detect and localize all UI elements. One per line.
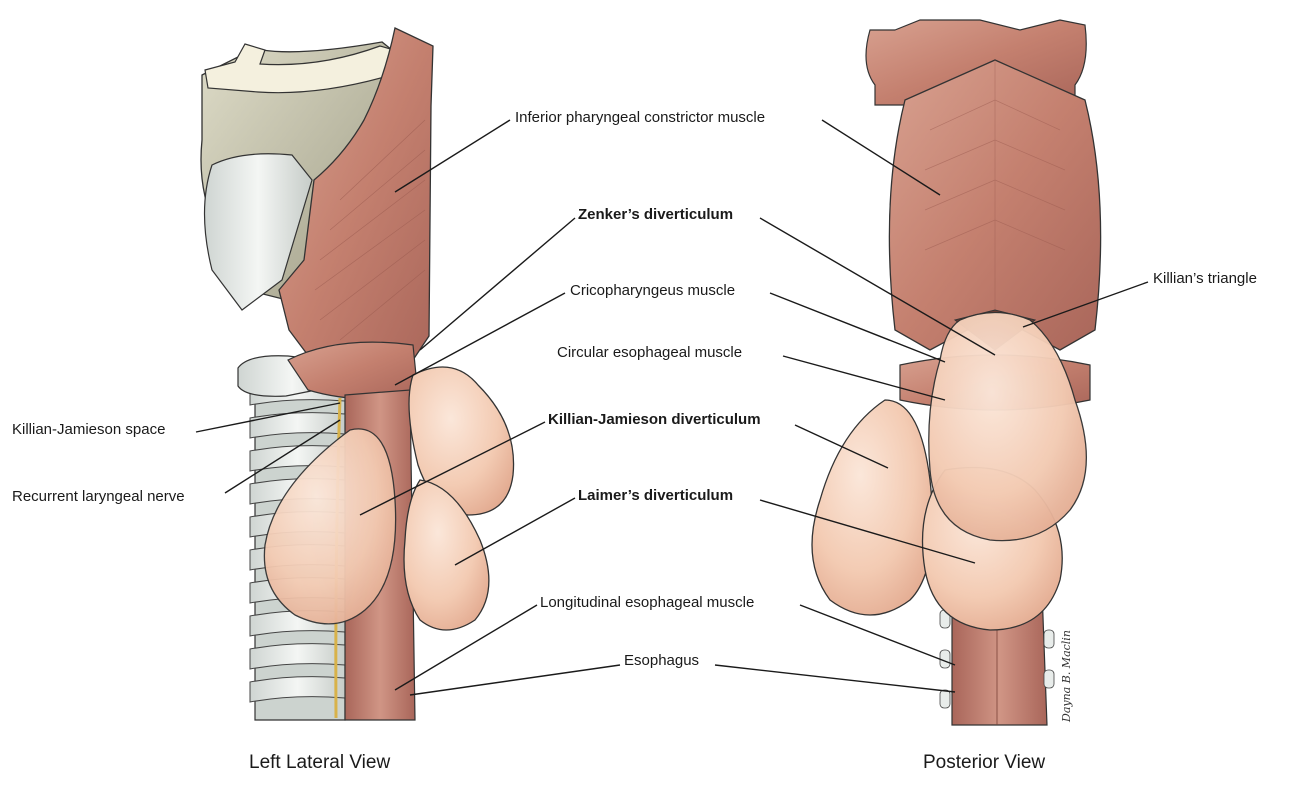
leader-esophagus-right	[715, 665, 955, 692]
label-recurrent-nerve: Recurrent laryngeal nerve	[12, 488, 185, 506]
posterior-figure	[812, 20, 1101, 725]
kj-diverticulum-posterior	[812, 400, 933, 615]
leader-esophagus-left	[410, 665, 620, 695]
label-cricopharyngeus: Cricopharyngeus muscle	[570, 282, 735, 300]
label-longitudinal-muscle: Longitudinal esophageal muscle	[540, 594, 754, 612]
artist-signature: Dayna B. Maclin	[1060, 630, 1073, 722]
caption-posterior-view: Posterior View	[923, 752, 1045, 774]
left-lateral-figure	[201, 28, 514, 720]
label-laimer: Laimer’s diverticulum	[578, 487, 733, 505]
label-zenker: Zenker’s diverticulum	[578, 206, 733, 224]
label-esophagus: Esophagus	[624, 652, 699, 670]
label-circular-muscle: Circular esophageal muscle	[557, 344, 742, 362]
label-kj-space: Killian-Jamieson space	[12, 421, 165, 439]
caption-left-lateral-view: Left Lateral View	[249, 752, 390, 774]
label-killian-triangle: Killian’s triangle	[1153, 270, 1257, 288]
label-kj-diverticulum: Killian-Jamieson diverticulum	[548, 411, 761, 429]
label-inferior-constrictor: Inferior pharyngeal constrictor muscle	[515, 109, 765, 127]
